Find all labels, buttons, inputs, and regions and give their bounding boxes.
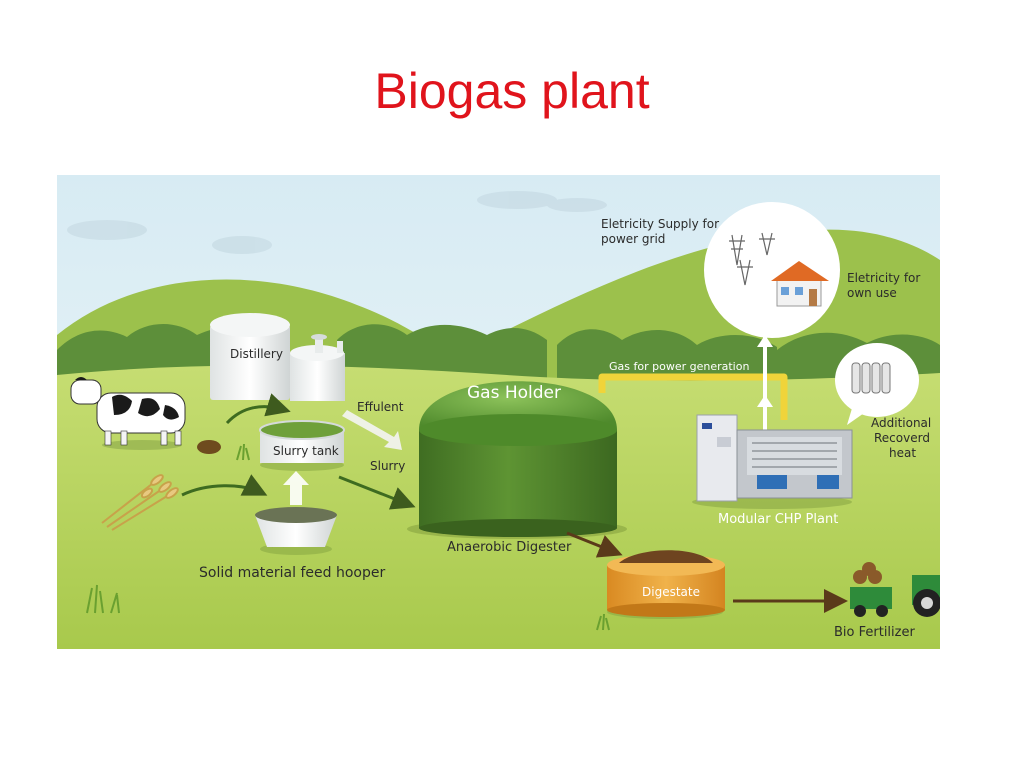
chp-plant bbox=[692, 414, 853, 509]
effluent-arrow bbox=[342, 410, 402, 450]
digester-to-digestate-arrow bbox=[566, 531, 623, 558]
distillery-label: Distillery bbox=[230, 347, 283, 361]
gas-holder: Gas Holder bbox=[419, 381, 617, 446]
crop-sheaf bbox=[101, 474, 179, 531]
cow bbox=[70, 377, 186, 450]
chp-plant-label: Modular CHP Plant bbox=[718, 512, 838, 527]
recovered-heat-label-2: Recoverd bbox=[874, 431, 930, 445]
effluent-label: Effulent bbox=[357, 400, 404, 414]
feed-hopper-label: Solid material feed hooper bbox=[199, 565, 385, 581]
heat-bubble bbox=[835, 343, 919, 425]
radiator-icon bbox=[851, 362, 891, 394]
own-use-label-2: own use bbox=[847, 286, 897, 300]
biogas-diagram: Distillery Slurry tank bbox=[57, 175, 940, 649]
digestate-label: Digestate bbox=[642, 585, 700, 599]
flow-arrows bbox=[181, 393, 416, 510]
manure-pile bbox=[197, 440, 221, 454]
digestate-arrows bbox=[566, 531, 848, 613]
digestate-tank: Digestate bbox=[607, 550, 725, 619]
bio-fertilizer-label: Bio Fertilizer bbox=[834, 625, 915, 640]
slurry-tank-label: Slurry tank bbox=[273, 444, 339, 458]
pylon-icon bbox=[729, 232, 775, 286]
slurry-label: Slurry bbox=[370, 459, 405, 473]
gas-holder-label: Gas Holder bbox=[467, 383, 561, 403]
slurry-to-digester-arrow bbox=[338, 475, 416, 510]
house-icon bbox=[771, 261, 829, 307]
tractor-icon bbox=[850, 562, 940, 617]
distillery-to-slurry-arrow bbox=[225, 393, 291, 425]
supply-grid-label-1: Eletricity Supply for bbox=[601, 217, 719, 231]
feed-hopper: Solid material feed hooper bbox=[199, 507, 385, 581]
slide-title: Biogas plant bbox=[374, 63, 650, 119]
own-use-label-1: Eletricity for bbox=[847, 271, 920, 285]
clouds bbox=[67, 191, 607, 254]
recovered-heat-label-1: Additional bbox=[871, 416, 931, 430]
supply-grid-label-2: power grid bbox=[601, 232, 665, 246]
slurry-tank: Slurry tank bbox=[259, 420, 345, 471]
chp-power-arrows bbox=[757, 335, 773, 430]
gas-pipe bbox=[598, 373, 788, 420]
hopper-to-tank-arrow bbox=[283, 471, 309, 505]
anaerobic-digester bbox=[407, 430, 627, 539]
anaerobic-digester-label: Anaerobic Digester bbox=[447, 540, 572, 555]
gas-for-power-label: Gas for power generation bbox=[609, 360, 749, 373]
recovered-heat-label-3: heat bbox=[889, 446, 916, 460]
electricity-bubble bbox=[704, 202, 840, 338]
crop-to-hopper-arrow bbox=[181, 474, 268, 497]
distillery: Distillery bbox=[210, 313, 345, 401]
